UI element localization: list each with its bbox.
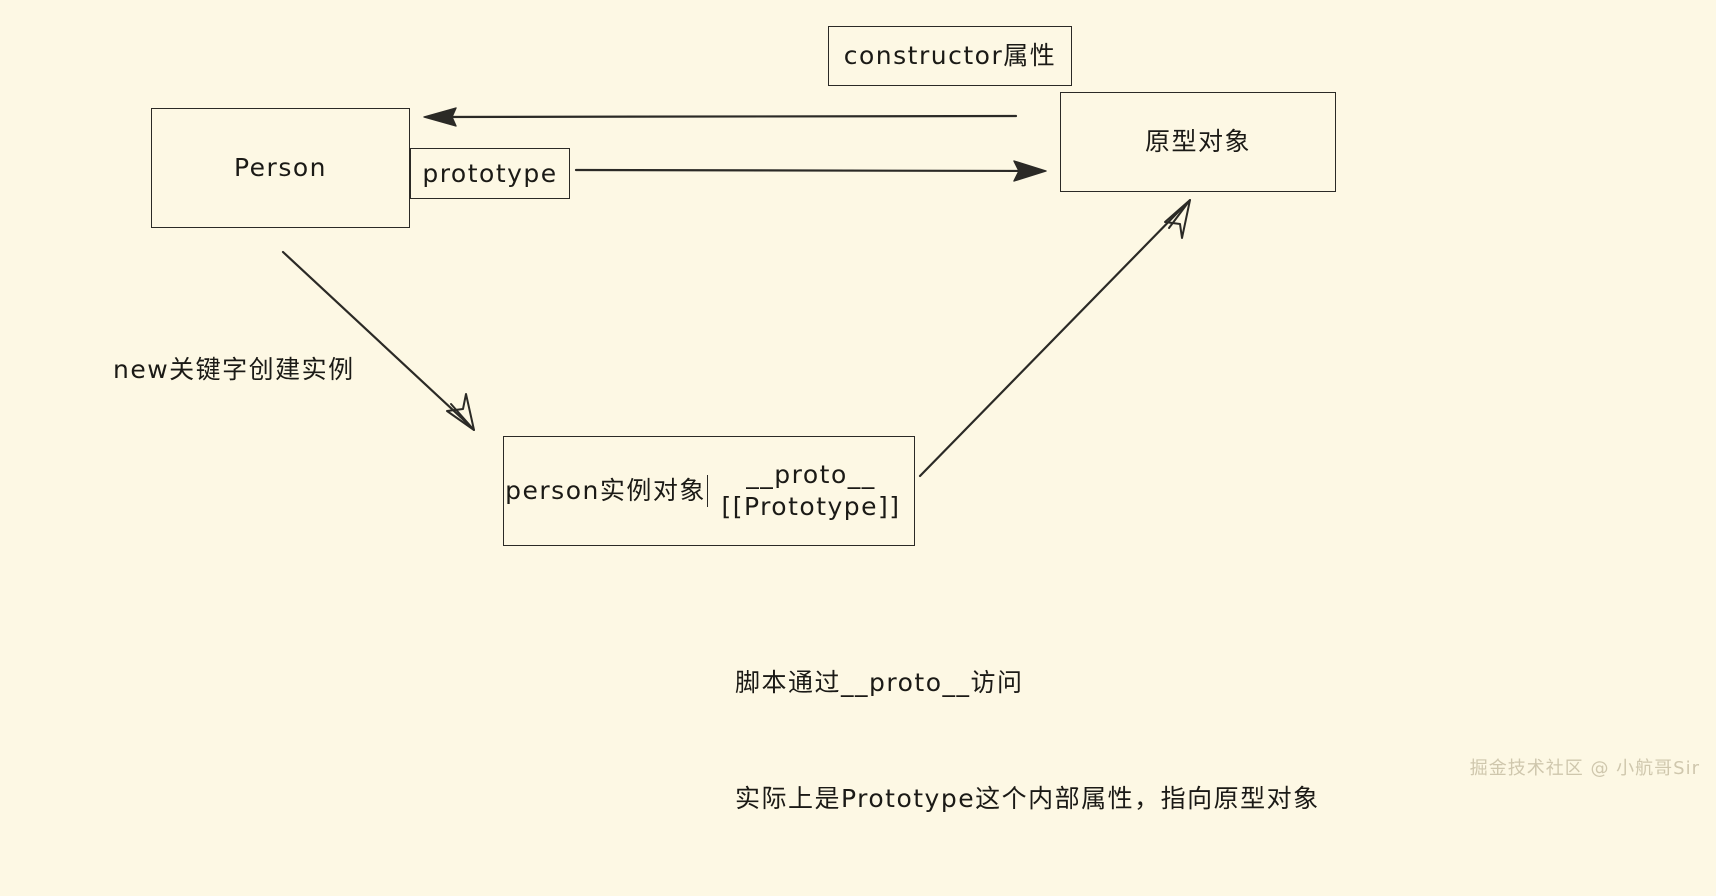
proto-caption: 脚本通过__proto__访问 实际上是Prototype这个内部属性，指向原型… xyxy=(735,586,1320,896)
proto-caption-line-1: 脚本通过__proto__访问 xyxy=(735,667,1024,697)
proto-link-arrow xyxy=(918,199,1191,478)
person-constructor-box: Person xyxy=(151,108,410,228)
prototype-internal-label: [[Prototype]] xyxy=(721,492,901,521)
instance-object-label: person实例对象 xyxy=(504,475,708,507)
proto-slot-cell: __proto__ [[Prototype]] xyxy=(708,459,914,524)
proto-dunder-label: __proto__ xyxy=(746,459,876,489)
constructor-attribute-box: constructor属性 xyxy=(828,26,1072,86)
diagram-canvas: constructor属性 Person prototype 原型对象 pers… xyxy=(113,26,1700,813)
proto-caption-line-2: 实际上是Prototype这个内部属性，指向原型对象 xyxy=(735,783,1320,813)
new-keyword-label: new关键字创建实例 xyxy=(113,355,355,384)
new-instance-arrow xyxy=(281,250,475,431)
instance-object-box: person实例对象 __proto__ [[Prototype]] xyxy=(503,436,915,546)
watermark: 掘金技术社区 @ 小航哥Sir xyxy=(1469,758,1700,779)
prototype-property-box: prototype xyxy=(410,148,570,199)
prototype-arrow xyxy=(574,160,1047,182)
prototype-object-box: 原型对象 xyxy=(1060,92,1336,192)
constructor-arrow xyxy=(423,107,1018,127)
